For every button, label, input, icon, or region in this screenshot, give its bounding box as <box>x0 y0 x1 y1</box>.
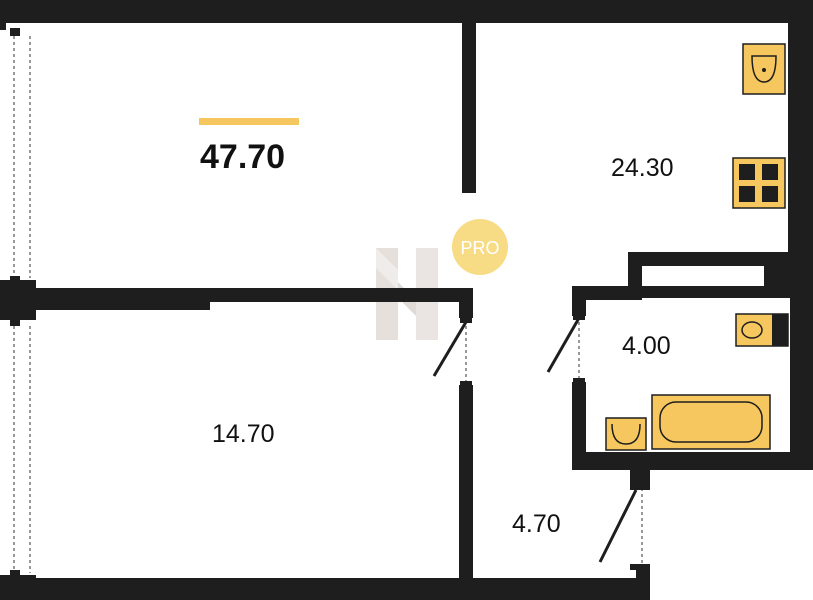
total-area-accent-bar <box>199 118 299 125</box>
bath-top-wall-b <box>628 252 642 292</box>
window-lower <box>6 318 36 578</box>
room-area-bathroom: 4.00 <box>622 332 671 360</box>
bedroom-right-wall-bottom <box>459 385 473 585</box>
washbasin-icon <box>605 417 647 451</box>
top-wall <box>0 0 813 23</box>
right-wall-upper <box>788 0 813 255</box>
door-entrance <box>598 484 650 570</box>
room-area-hallway: 4.70 <box>512 510 561 538</box>
pro-badge-label: PRO <box>460 238 499 258</box>
living-stub-wall <box>462 23 476 193</box>
stove-icon <box>732 157 786 209</box>
room-area-kitchen-living: 24.30 <box>611 154 674 182</box>
bedroom-right-wall-top <box>459 288 473 318</box>
bath-bottom-wall <box>572 452 813 470</box>
window-upper <box>6 28 36 284</box>
bath-left-wall-bottom <box>572 382 586 464</box>
bath-shaft-b <box>642 286 790 298</box>
total-area: 47.70 <box>200 138 285 176</box>
pro-badge: PRO <box>452 219 508 275</box>
bath-left-wall-top <box>572 286 586 316</box>
bottom-wall <box>0 578 650 600</box>
right-wall-lower <box>790 255 813 470</box>
door-bathroom <box>546 314 585 384</box>
bath-top-wall-a <box>628 252 790 266</box>
hall-right-wall-low <box>636 568 650 600</box>
bath-top-wall-c <box>572 286 642 300</box>
toilet-icon <box>735 313 789 347</box>
bathtub-icon <box>651 394 771 450</box>
bedroom-top-wall-thick <box>20 288 210 310</box>
kitchen-sink-icon <box>742 43 786 95</box>
hall-right-wall <box>630 452 650 488</box>
left-wall-top <box>0 0 6 30</box>
door-bedroom <box>432 317 472 387</box>
room-area-bedroom: 14.70 <box>212 420 275 448</box>
